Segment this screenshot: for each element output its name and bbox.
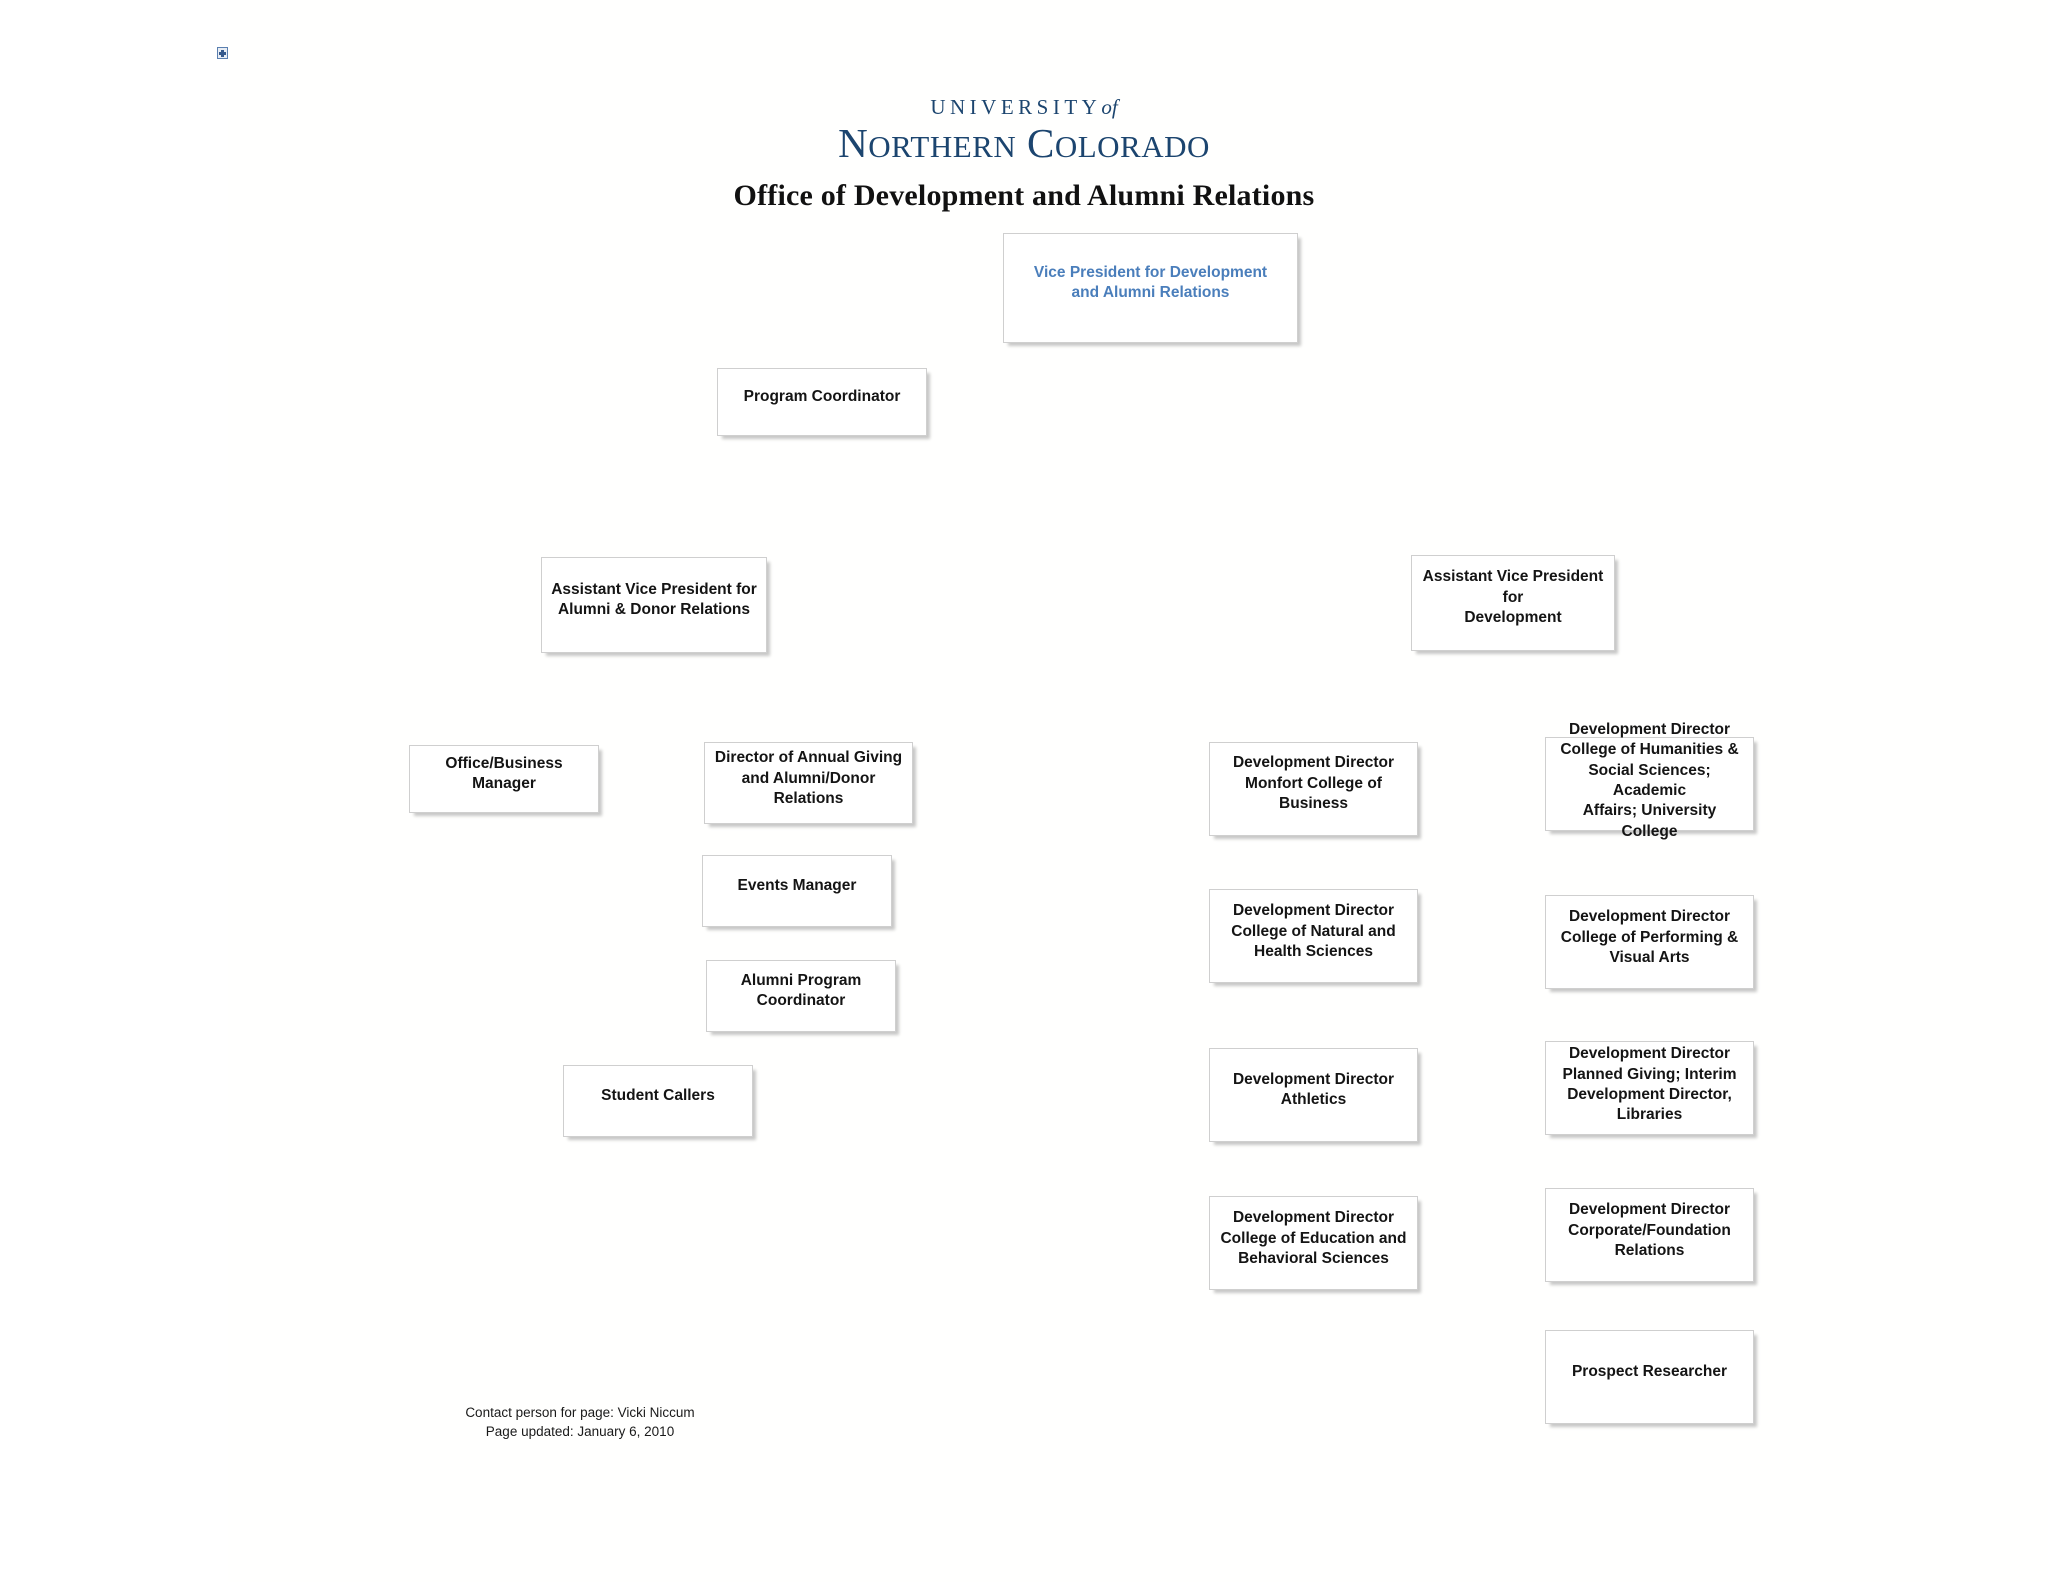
org-node-label: Development Director Monfort College of … bbox=[1232, 754, 1395, 813]
org-node-label: Alumni Program Coordinator bbox=[740, 971, 862, 1009]
broken-image-icon bbox=[217, 47, 228, 59]
org-node-label: Events Manager bbox=[737, 876, 857, 894]
footer-updated-line: Page updated: January 6, 2010 bbox=[485, 1423, 675, 1439]
org-node-dd-planned-giving: Development Director Planned Giving; Int… bbox=[1545, 1041, 1754, 1135]
org-node-label: Program Coordinator bbox=[743, 387, 901, 405]
org-node-program-coordinator: Program Coordinator bbox=[717, 368, 927, 436]
org-node-label: Development Director College of Natural … bbox=[1231, 902, 1396, 961]
wordmark-university: UNIVERSITY bbox=[930, 95, 1102, 119]
org-node-label: Development Director Planned Giving; Int… bbox=[1562, 1045, 1737, 1124]
org-node-events-manager: Events Manager bbox=[702, 855, 892, 927]
org-node-label: Assistant Vice President for Development bbox=[1422, 568, 1604, 627]
org-node-label: Vice President for Development and Alumn… bbox=[1033, 263, 1268, 301]
university-wordmark-line1: UNIVERSITYof bbox=[0, 95, 2048, 119]
org-node-office-business-manager: Office/Business Manager bbox=[409, 745, 599, 813]
wordmark-orthern: ORTHERN bbox=[868, 129, 1017, 165]
org-node-dd-performing-visual: Development Director College of Performi… bbox=[1545, 895, 1754, 989]
org-node-label: Development Director College of Educatio… bbox=[1220, 1209, 1407, 1268]
org-node-label: Development Director College of Performi… bbox=[1560, 908, 1739, 967]
org-node-dd-monfort-business: Development Director Monfort College of … bbox=[1209, 742, 1418, 836]
wordmark-olorado: OLORADO bbox=[1054, 129, 1210, 165]
university-wordmark-line2: NORTHERN COLORADO bbox=[0, 120, 2048, 167]
org-node-prospect-researcher: Prospect Researcher bbox=[1545, 1330, 1754, 1424]
org-node-avp-alumni-donor: Assistant Vice President for Alumni & Do… bbox=[541, 557, 767, 653]
org-node-vp: Vice President for Development and Alumn… bbox=[1003, 233, 1298, 343]
org-node-label: Development Director Corporate/Foundatio… bbox=[1568, 1201, 1731, 1260]
org-node-avp-development: Assistant Vice President for Development bbox=[1411, 555, 1615, 651]
org-node-dd-natural-health: Development Director College of Natural … bbox=[1209, 889, 1418, 983]
org-node-dd-education-behavioral: Development Director College of Educatio… bbox=[1209, 1196, 1418, 1290]
footer: Contact person for page: Vicki Niccum Pa… bbox=[420, 1404, 740, 1441]
org-node-label: Office/Business Manager bbox=[445, 754, 563, 792]
wordmark-c: C bbox=[1026, 120, 1055, 167]
wordmark-spacer bbox=[1016, 120, 1027, 166]
org-node-label: Development Director College of Humaniti… bbox=[1560, 720, 1739, 840]
org-node-label: Prospect Researcher bbox=[1571, 1362, 1728, 1380]
org-node-label: Student Callers bbox=[601, 1086, 715, 1104]
org-node-dd-humanities: Development Director College of Humaniti… bbox=[1545, 721, 1754, 840]
org-node-dd-corporate-foundation: Development Director Corporate/Foundatio… bbox=[1545, 1188, 1754, 1282]
org-node-label: Development Director Athletics bbox=[1232, 1070, 1395, 1108]
org-node-director-annual-giving: Director of Annual Giving and Alumni/Don… bbox=[704, 742, 913, 824]
org-node-label: Assistant Vice President for Alumni & Do… bbox=[551, 580, 757, 618]
org-node-student-callers: Student Callers bbox=[563, 1065, 753, 1137]
wordmark-of: of bbox=[1101, 95, 1118, 119]
org-node-alumni-program-coordinator: Alumni Program Coordinator bbox=[706, 960, 896, 1032]
page-header: UNIVERSITYof NORTHERN COLORADO Office of… bbox=[0, 95, 2048, 213]
footer-contact-line: Contact person for page: Vicki Niccum bbox=[465, 1405, 695, 1420]
org-node-dd-athletics: Development Director Athletics bbox=[1209, 1048, 1418, 1142]
page-title: Office of Development and Alumni Relatio… bbox=[733, 179, 1315, 213]
org-node-label: Director of Annual Giving and Alumni/Don… bbox=[714, 749, 903, 808]
wordmark-n: N bbox=[838, 120, 869, 167]
